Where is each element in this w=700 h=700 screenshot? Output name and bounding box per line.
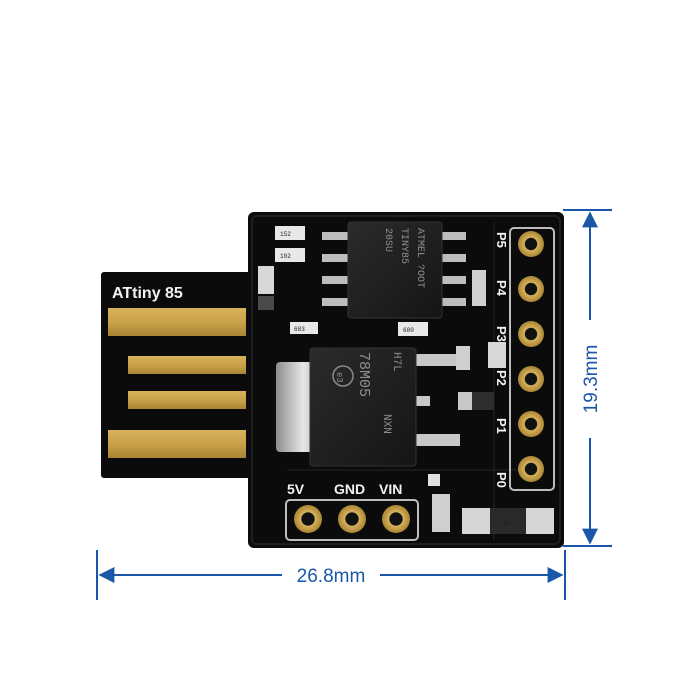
svg-text:102: 102 [280, 253, 291, 260]
pad-p0 [518, 456, 544, 482]
usb-connector [101, 272, 259, 478]
resistor-r1 [275, 226, 305, 240]
height-label: 19.3mm [581, 345, 602, 414]
regulator-chip: H7L 78M05 NXN e3 [276, 347, 460, 467]
right-header: P5 P4 P3 P2 P1 P0 [494, 227, 555, 491]
svg-text:680: 680 [403, 327, 414, 334]
label-p4: P4 [494, 280, 509, 297]
pad-p5 [518, 231, 544, 257]
pad-gnd [338, 505, 366, 533]
svg-text:S4: S4 [503, 520, 511, 527]
label-5v: 5V [287, 481, 305, 497]
label-p0: P0 [494, 472, 509, 488]
label-p1: P1 [494, 418, 509, 434]
pad-p4 [518, 276, 544, 302]
height-dimension: 19.3mm [563, 209, 612, 547]
usb-contact-dminus [128, 356, 246, 374]
svg-text:683: 683 [294, 326, 305, 333]
width-dimension: 26.8mm [96, 550, 566, 600]
pad-vin [382, 505, 410, 533]
resistor-r2 [275, 248, 305, 262]
smd-components: 152 102 683 680 S4 [258, 226, 554, 534]
label-gnd: GND [334, 481, 365, 497]
regulator-marking-line2: H7L [390, 352, 402, 372]
usb-contact-vbus [108, 308, 246, 336]
pad-p1 [518, 411, 544, 437]
board-name-label: ATtiny 85 [112, 285, 183, 302]
diode-d1 [490, 508, 526, 534]
label-p2: P2 [494, 370, 509, 386]
capacitor-c1 [290, 322, 318, 334]
label-p3: P3 [494, 326, 509, 342]
bottom-header: 5V GND VIN [285, 481, 419, 541]
mcu-marking-line3: 20SU [382, 228, 393, 252]
usb-contact-dplus [128, 391, 246, 409]
label-p5: P5 [494, 232, 509, 248]
usb-contact-gnd [108, 430, 246, 458]
pad-5v [294, 505, 322, 533]
svg-text:152: 152 [280, 231, 291, 238]
pad-p2 [518, 366, 544, 392]
regulator-marking-line4: e3 [334, 372, 344, 383]
mcu-chip: ATMEL ?OOT TINY85 20SU [322, 221, 466, 319]
mcu-marking-line2: TINY85 [398, 228, 409, 264]
regulator-marking-line3: NXN [380, 414, 392, 434]
capacitor-c2 [398, 322, 428, 336]
mcu-marking-line1: ATMEL ?OOT [414, 228, 425, 288]
width-label: 26.8mm [297, 566, 366, 587]
pad-p3 [518, 321, 544, 347]
regulator-marking-line1: 78M05 [355, 352, 372, 397]
label-vin: VIN [379, 481, 402, 497]
